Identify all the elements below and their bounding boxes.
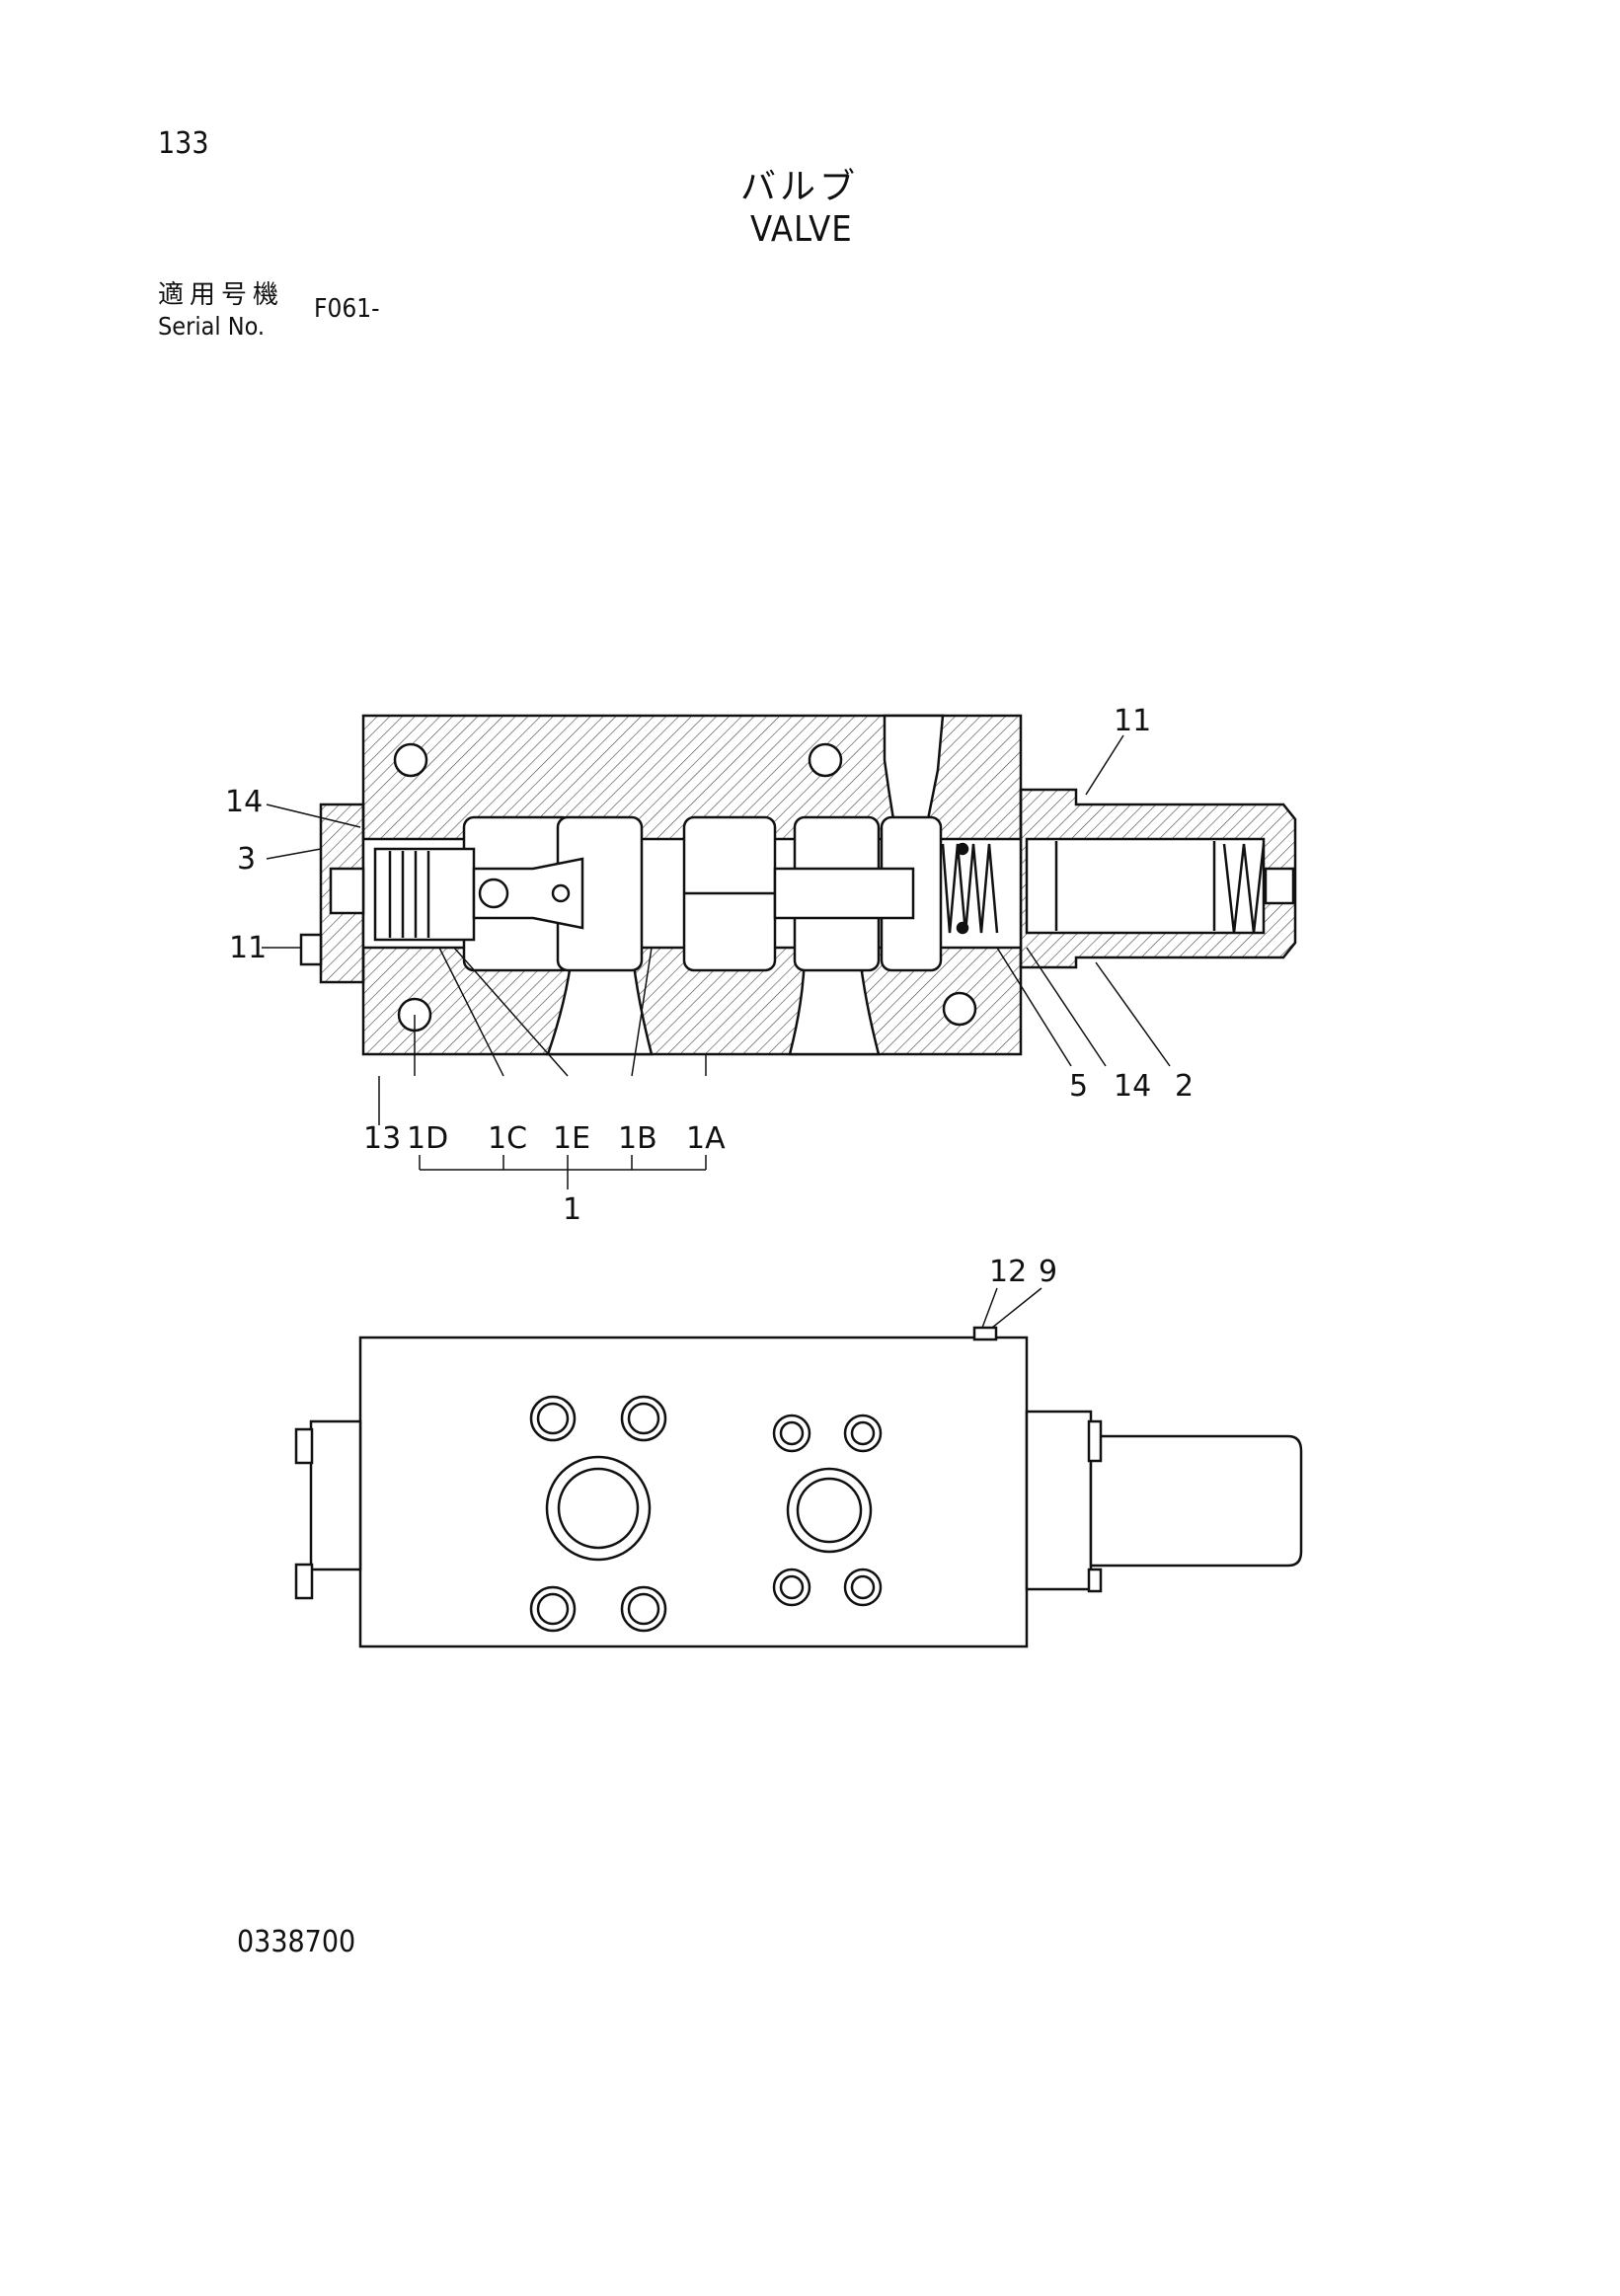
- bolt-hole: [393, 742, 428, 778]
- left-bolt: [294, 1563, 314, 1600]
- exterior-leader-lines: [981, 1287, 1042, 1329]
- bolt-hole: [808, 742, 843, 778]
- callout-14-right: 14: [1114, 1069, 1151, 1104]
- serial-label-japanese: 適用号機: [158, 280, 285, 310]
- title-english: VALVE: [750, 209, 853, 250]
- right-bolt: [1087, 1568, 1103, 1593]
- valve-body-exterior: [358, 1336, 1029, 1648]
- drawing-number: 0338700: [237, 1925, 356, 1959]
- callout-1C: 1C: [488, 1121, 527, 1156]
- spool-stem: [773, 867, 915, 920]
- serial-value: F061-: [314, 294, 380, 324]
- serial-label-english: Serial No.: [158, 312, 266, 341]
- callout-1D: 1D: [407, 1121, 448, 1156]
- callout-3: 3: [237, 842, 256, 877]
- callout-5: 5: [1069, 1069, 1088, 1104]
- bolt-hole: [942, 991, 977, 1027]
- section-leader-lines: [262, 734, 1171, 1189]
- exterior-view: [294, 1326, 1303, 1648]
- callout-13: 13: [363, 1121, 401, 1156]
- callout-11-left: 11: [229, 931, 267, 965]
- check-poppet: [472, 857, 584, 930]
- callout-9: 9: [1039, 1255, 1057, 1289]
- callout-12: 12: [989, 1255, 1027, 1289]
- title-japanese: バルブ: [740, 167, 860, 207]
- breather-fitting: [972, 1326, 998, 1341]
- left-bolt: [299, 933, 323, 966]
- spring: [1222, 843, 1266, 934]
- left-plug: [329, 867, 365, 915]
- callout-1: 1: [563, 1192, 581, 1227]
- right-housing-exterior: [1025, 1410, 1093, 1591]
- right-bolt: [1087, 1419, 1103, 1463]
- callout-11-top: 11: [1114, 704, 1151, 738]
- upper-port: [883, 714, 945, 821]
- left-bolt: [294, 1427, 314, 1465]
- callout-1E: 1E: [553, 1121, 590, 1156]
- solenoid-exterior: [1089, 1434, 1303, 1568]
- spring: [941, 843, 999, 934]
- callout-1B: 1B: [618, 1121, 657, 1156]
- callout-14-top: 14: [225, 785, 263, 819]
- section-view: [299, 714, 1297, 1056]
- callout-2: 2: [1175, 1069, 1194, 1104]
- page-number: 133: [158, 126, 209, 161]
- right-plug: [1264, 867, 1295, 905]
- left-end-cap-exterior: [309, 1419, 362, 1571]
- callout-1A: 1A: [686, 1121, 726, 1156]
